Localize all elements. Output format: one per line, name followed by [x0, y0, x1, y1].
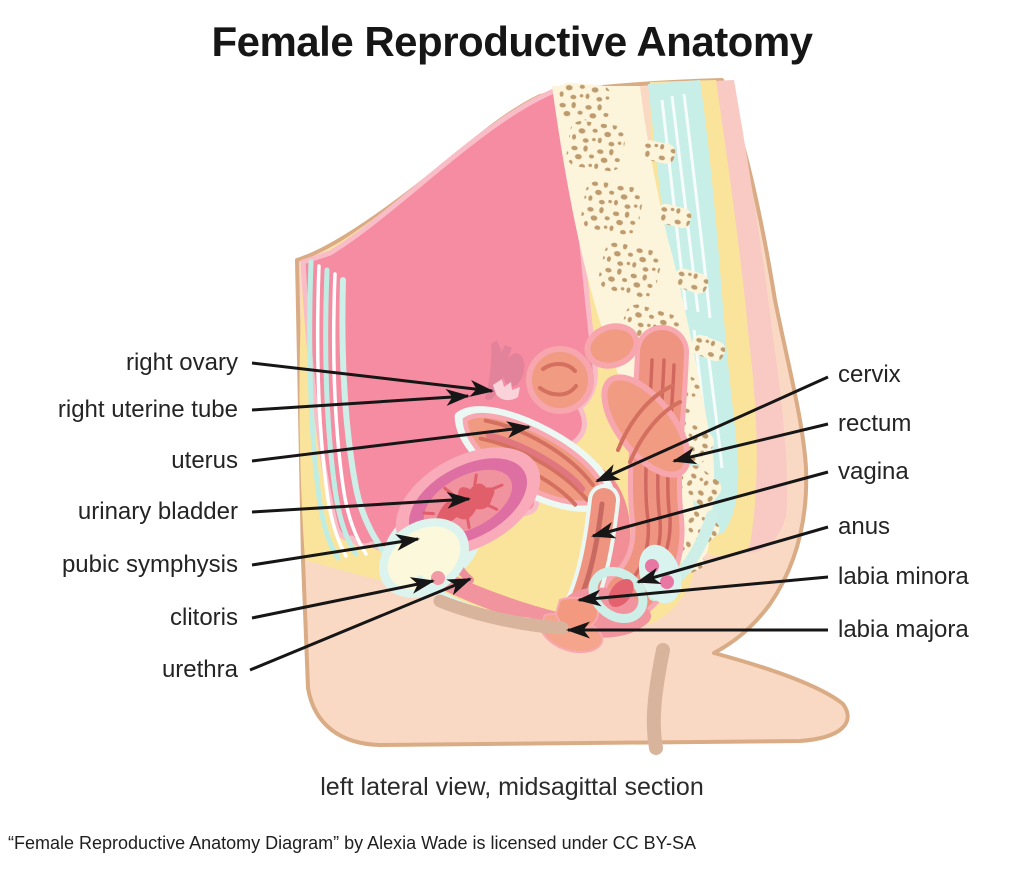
arrow-right-uterine-tube [251, 388, 470, 412]
clitoris [431, 571, 445, 585]
arrow-right-ovary [251, 361, 494, 397]
label-clitoris: clitoris [169, 604, 238, 631]
arrow-pubic-symphysis [251, 534, 420, 567]
label-anus: anus [838, 513, 891, 540]
arrow-urethra [249, 577, 472, 672]
label-right-uterine-tube: right uterine tube [57, 396, 238, 423]
label-urinary-bladder: urinary bladder [77, 498, 238, 525]
label-cervix: cervix [838, 361, 901, 388]
label-pubic-symphysis: pubic symphysis [61, 551, 238, 578]
arrow-urinary-bladder [251, 491, 471, 514]
arrow-clitoris [251, 577, 435, 620]
abdominal-wall-layers [307, 259, 399, 569]
page-title: Female Reproductive Anatomy [211, 18, 813, 65]
arrow-cervix [595, 375, 829, 483]
arrow-labia-minora [577, 575, 829, 607]
label-vagina: vagina [838, 458, 909, 485]
license-attribution: “Female Reproductive Anatomy Diagram” by… [8, 833, 696, 853]
view-caption: left lateral view, midsagittal section [320, 773, 704, 801]
arrow-anus [636, 525, 829, 585]
skin-creases [433, 594, 670, 755]
arrow-uterus [251, 421, 531, 463]
arrow-rectum [672, 422, 829, 465]
fimbriae [493, 379, 520, 401]
label-labia-majora: labia majora [838, 616, 969, 643]
label-uterus: uterus [171, 447, 238, 474]
label-urethra: urethra [161, 656, 238, 683]
label-labia-minora: labia minora [838, 563, 969, 590]
label-rectum: rectum [838, 410, 912, 437]
arrow-vagina [591, 470, 829, 539]
label-right-ovary: right ovary [125, 349, 238, 376]
